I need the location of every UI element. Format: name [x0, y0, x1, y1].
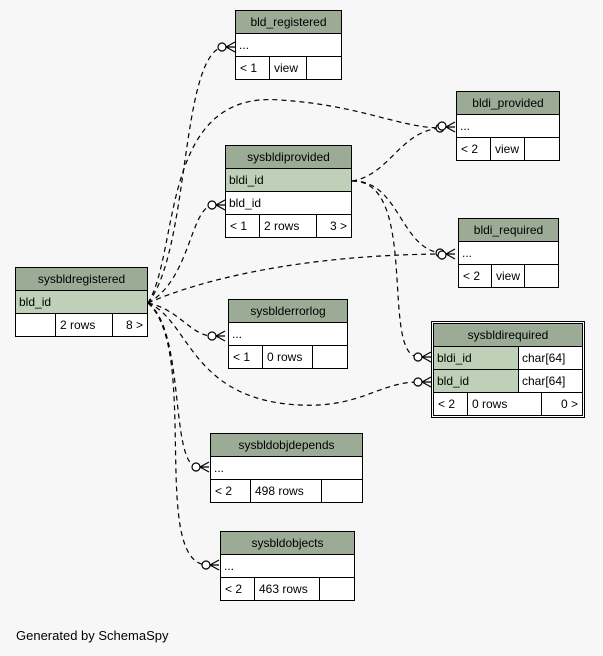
rel-end-sysbldirequired-a: [413, 352, 423, 362]
parents-count: < 2: [457, 138, 491, 160]
row-count: view: [491, 138, 525, 160]
column-type: char[64]: [518, 347, 582, 369]
parents-count: < 1: [236, 57, 270, 79]
children-count: 0 >: [560, 397, 578, 411]
table-bldi-provided[interactable]: bldi_provided ... < 2 view: [456, 91, 560, 161]
children-count: [525, 265, 558, 287]
rel-line-iprovided-to-sysbldirequired: [351, 180, 419, 358]
column-type: char[64]: [518, 370, 582, 392]
rel-end-sysbldobjects: [201, 560, 211, 570]
table-title: sysbldiprovided: [226, 146, 351, 169]
rel-line-iprovided-to-bldi-provided: [351, 127, 443, 182]
rel-line-registered-to-bldi-required: [147, 253, 443, 304]
column-name: ...: [232, 327, 243, 341]
rel-end-sysbldobjdepends: [191, 462, 201, 472]
parents-count: [16, 314, 56, 336]
table-title: sysbldirequired: [434, 324, 582, 347]
table-title: bld_registered: [236, 11, 341, 34]
parents-count: < 2: [221, 578, 255, 600]
children-count: 3 >: [329, 219, 347, 233]
table-sysbldirequired[interactable]: sysbldirequired bldi_id char[64] bld_id …: [431, 321, 585, 418]
table-sysbldregistered[interactable]: sysbldregistered bld_id 2 rows 8 >: [15, 267, 148, 337]
parents-count: < 2: [459, 265, 493, 287]
rel-end-bldi-provided-b: [437, 121, 447, 131]
children-count: [322, 480, 362, 502]
children-count: [313, 346, 347, 368]
rel-end-bldi-required-b: [437, 250, 447, 260]
rel-line-iprovided-to-bldi-required: [351, 180, 443, 254]
column-name: ...: [460, 119, 471, 133]
row-count: 2 rows: [260, 215, 317, 237]
generated-by-footer: Generated by SchemaSpy: [16, 628, 169, 643]
row-count: view: [270, 57, 307, 79]
rel-line-registered-to-bld-registered: [147, 46, 223, 304]
table-title: sysbldobjects: [221, 532, 354, 555]
row-count: 2 rows: [56, 314, 113, 336]
children-count: 8 >: [125, 318, 143, 332]
parents-count: < 2: [211, 480, 251, 502]
parents-count: < 2: [434, 393, 468, 415]
column-name: bldi_id: [437, 351, 472, 365]
column-name: ...: [224, 559, 235, 573]
column-name: bldi_id: [229, 173, 264, 187]
column-name: ...: [239, 38, 250, 52]
table-sysblderrorlog[interactable]: sysblderrorlog ... < 1 0 rows: [228, 299, 348, 369]
rel-line-registered-to-sysblderrorlog: [147, 302, 213, 337]
column-name: ...: [462, 246, 473, 260]
table-title: bldi_required: [459, 219, 558, 242]
column-name: bld_id: [437, 374, 470, 388]
rel-end-sysbldiprovided: [207, 200, 217, 210]
rel-line-registered-to-sysbldiprovided: [147, 204, 213, 304]
row-count: 463 rows: [255, 578, 320, 600]
table-bldi-required[interactable]: bldi_required ... < 2 view: [458, 218, 559, 288]
parents-count: < 1: [229, 346, 263, 368]
rel-end-bld-registered: [217, 42, 227, 52]
table-title: sysbldobjdepends: [211, 434, 362, 457]
row-count: 498 rows: [251, 480, 322, 502]
rel-line-registered-to-sysbldobjdepends: [147, 302, 197, 468]
rel-end-sysbldirequired-b: [413, 377, 423, 387]
row-count: 0 rows: [468, 393, 542, 415]
children-count: [320, 578, 354, 600]
rel-end-sysblderrorlog: [207, 331, 217, 341]
row-count: 0 rows: [263, 346, 313, 368]
column-name: ...: [214, 461, 225, 475]
column-name: bld_id: [19, 295, 52, 309]
row-count: view: [492, 265, 526, 287]
rel-line-registered-to-sysbldirequired: [147, 302, 419, 406]
parents-count: < 1: [226, 215, 260, 237]
table-sysbldiprovided[interactable]: sysbldiprovided bldi_id bld_id < 1 2 row…: [225, 145, 352, 238]
table-sysbldobjdepends[interactable]: sysbldobjdepends ... < 2 498 rows: [210, 433, 363, 503]
table-title: bldi_provided: [457, 92, 559, 115]
table-title: sysblderrorlog: [229, 300, 347, 323]
rel-line-registered-to-sysbldobjects: [147, 302, 207, 566]
children-count: [307, 57, 341, 79]
table-title: sysbldregistered: [16, 268, 147, 291]
table-bld-registered[interactable]: bld_registered ... < 1 view: [235, 10, 342, 80]
rel-line-registered-to-bldi-provided: [147, 99, 443, 304]
table-sysbldobjects[interactable]: sysbldobjects ... < 2 463 rows: [220, 531, 355, 601]
column-name: bld_id: [229, 196, 262, 210]
children-count: [525, 138, 559, 160]
